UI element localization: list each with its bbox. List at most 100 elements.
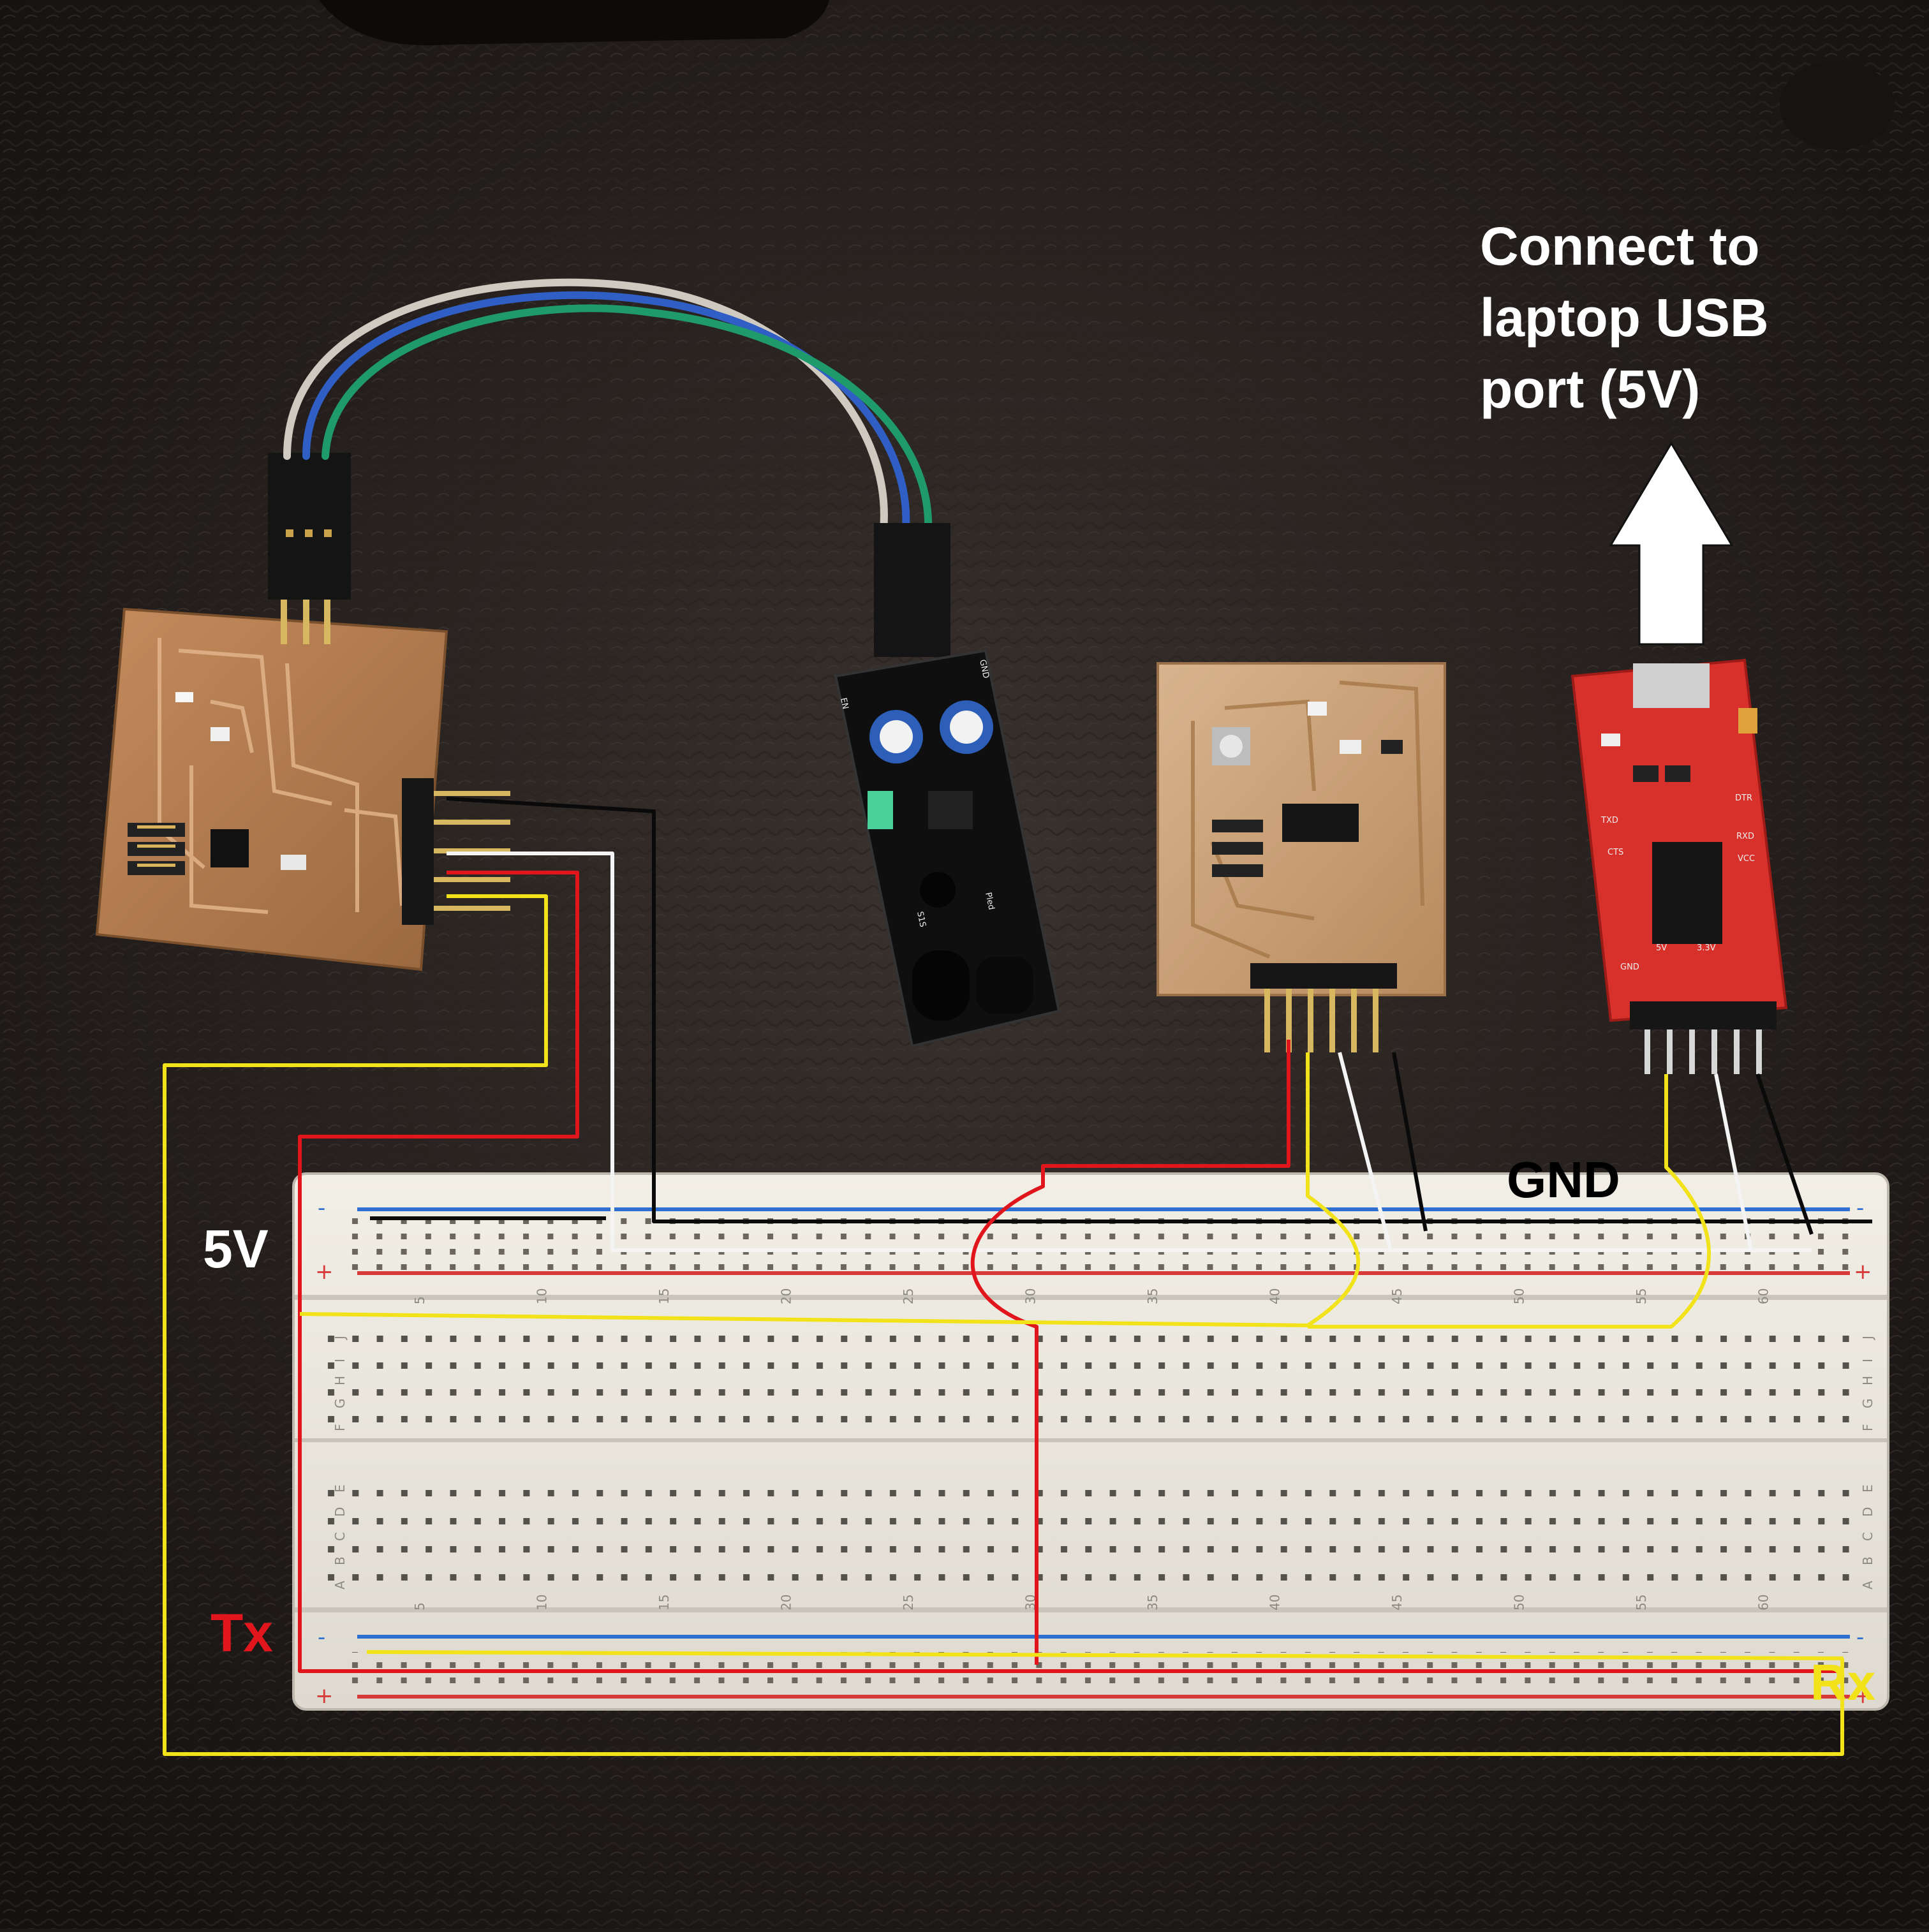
- row-letter-left-j: J: [332, 1336, 348, 1341]
- column-number-top-45: 45: [1389, 1288, 1405, 1304]
- row-letter-right-j: J: [1860, 1336, 1875, 1341]
- row-letter-right-e: E: [1860, 1484, 1875, 1493]
- left-pcb-header-pins: [402, 778, 510, 925]
- row-letter-right-h: H: [1860, 1376, 1875, 1385]
- usb-note-line-1: Connect to: [1480, 216, 1760, 276]
- label-tx: Tx: [211, 1603, 274, 1663]
- silk-dtr: DTR: [1735, 793, 1752, 803]
- column-number-top-40: 40: [1268, 1288, 1283, 1304]
- usb-connect-note: Connect to laptop USB port (5V): [1480, 210, 1837, 425]
- silk-s1s: S1S: [915, 911, 928, 928]
- middle-custom-pcb: [1157, 662, 1446, 1052]
- label-5v: 5V: [203, 1219, 269, 1279]
- column-number-bottom-25: 25: [901, 1595, 916, 1611]
- ic-chip: [211, 829, 249, 867]
- left-pcb-top-connector: [268, 453, 351, 644]
- column-number-bottom-15: 15: [656, 1595, 672, 1611]
- column-numbers-top: 5 10 15 20 25 30 35 40 45 50 55 60: [412, 1288, 1771, 1304]
- up-arrow-icon: [1609, 441, 1734, 645]
- silk-pled: Pled: [983, 892, 996, 911]
- rail-sign-plus-bottom-right: +: [1854, 1683, 1872, 1709]
- label-gnd: GND: [1507, 1151, 1620, 1208]
- column-number-top-20: 20: [779, 1288, 794, 1304]
- column-number-bottom-60: 60: [1756, 1595, 1771, 1611]
- wire-ground-adapter: [1755, 1073, 1814, 1235]
- usb-adapter-header: [1630, 1001, 1777, 1074]
- column-number-bottom-10: 10: [535, 1595, 550, 1611]
- column-number-top-25: 25: [901, 1288, 916, 1304]
- left-pcb-switch-headers: [128, 823, 185, 875]
- wire-power-red: [298, 871, 1837, 1673]
- silk-cts: CTS: [1607, 848, 1623, 857]
- row-letter-left-a: A: [332, 1581, 348, 1589]
- row-letter-right-d: D: [1860, 1507, 1875, 1517]
- column-number-bottom-45: 45: [1389, 1595, 1405, 1611]
- sensor-jumper-wires: [283, 278, 933, 533]
- column-number-bottom-40: 40: [1268, 1595, 1283, 1611]
- rail-sign-plus-top-right: +: [1854, 1259, 1872, 1285]
- wire-white-adapter: [1714, 1073, 1753, 1251]
- left-custom-pcb: [95, 453, 510, 971]
- row-letter-left-d: D: [332, 1507, 348, 1517]
- row-letter-right-i: I: [1860, 1359, 1875, 1362]
- dark-object-corner: [1780, 61, 1895, 150]
- row-letter-left-f: F: [332, 1424, 348, 1431]
- wire-yellow-middle: [299, 1052, 1361, 1327]
- row-letter-left-c: C: [332, 1532, 348, 1541]
- wire-rx-yellow: [366, 1650, 1844, 1660]
- column-number-top-15: 15: [656, 1288, 672, 1304]
- usb-note-line-3: port (5V): [1480, 359, 1701, 419]
- silk-3v3: 3.3V: [1697, 943, 1716, 953]
- silk-rxd: RXD: [1736, 832, 1754, 841]
- rail-sign-minus-top-right: -: [1856, 1195, 1864, 1221]
- rail-sign-minus-top-left: -: [318, 1195, 325, 1221]
- row-letter-right-b: B: [1860, 1556, 1875, 1565]
- column-number-top-5: 5: [412, 1296, 427, 1304]
- wire-white-middle: [1338, 1052, 1393, 1251]
- column-number-bottom-5: 5: [412, 1602, 427, 1611]
- column-number-top-10: 10: [535, 1288, 550, 1304]
- column-number-top-35: 35: [1145, 1288, 1160, 1304]
- row-letter-right-g: G: [1860, 1399, 1875, 1409]
- row-letter-left-g: G: [332, 1399, 348, 1409]
- silk-vcc: VCC: [1738, 854, 1755, 864]
- row-letter-left-b: B: [332, 1556, 348, 1565]
- usb-note-line-2: laptop USB: [1480, 288, 1769, 348]
- row-letter-right-c: C: [1860, 1532, 1875, 1541]
- wire-ground-middle: [1392, 1052, 1428, 1232]
- column-number-bottom-20: 20: [779, 1595, 794, 1611]
- column-number-top-55: 55: [1634, 1288, 1649, 1304]
- ir-sensor-module: EN GND S1S Pled: [834, 523, 1061, 1048]
- middle-pcb-header: [1250, 963, 1397, 1052]
- silk-txd: TXD: [1600, 816, 1618, 825]
- column-number-bottom-55: 55: [1634, 1595, 1649, 1611]
- silk-5v: 5V: [1656, 943, 1667, 953]
- wiring-overlay: [163, 797, 1872, 1756]
- column-number-top-60: 60: [1756, 1288, 1771, 1304]
- silk-gnd: GND: [977, 659, 991, 679]
- rail-sign-minus-bottom-left: -: [318, 1625, 325, 1650]
- rail-sign-plus-top-left: +: [315, 1259, 334, 1285]
- wire-signal-yellow: [163, 894, 1844, 1756]
- dark-object-top: [319, 0, 829, 46]
- middle-ic-chip: [1282, 804, 1359, 842]
- wire-ground-left: [446, 797, 1872, 1223]
- row-letter-right-f: F: [1860, 1424, 1875, 1431]
- wire-red-middle: [970, 1040, 1290, 1665]
- rail-sign-minus-bottom-right: -: [1856, 1625, 1864, 1650]
- row-letter-right-a: A: [1860, 1581, 1875, 1589]
- silk-gnd-adapter: GND: [1620, 962, 1639, 972]
- column-number-top-50: 50: [1512, 1288, 1527, 1304]
- wire-yellow-adapter: [1308, 1074, 1711, 1329]
- column-number-bottom-50: 50: [1512, 1595, 1527, 1611]
- column-number-top-30: 30: [1023, 1288, 1038, 1304]
- usb-serial-adapter: DTR RXD TXD VCC CTS GND 5V 3.3V: [1571, 658, 1788, 1074]
- row-letter-left-h: H: [332, 1376, 348, 1385]
- rail-sign-plus-bottom-left: +: [315, 1683, 334, 1709]
- row-letter-left-i: I: [332, 1359, 348, 1362]
- mini-usb-connector: [1633, 663, 1710, 708]
